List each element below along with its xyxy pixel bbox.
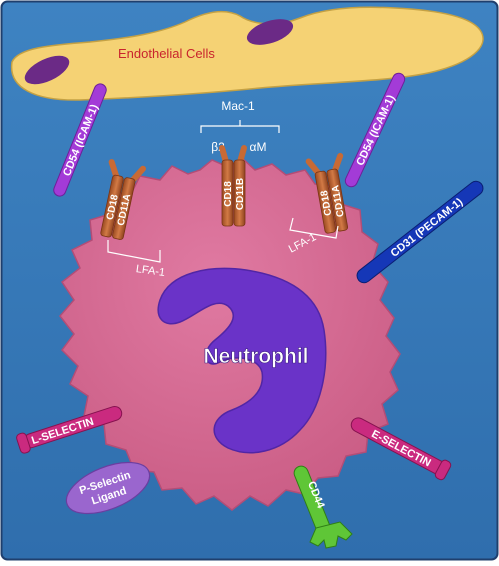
neutrophil-nucleus <box>157 267 327 454</box>
lfa1-left-label: LFA-1 <box>135 263 166 279</box>
neutrophil-label: Neutrophil <box>204 345 309 368</box>
mac1-receptor: CD18 CD11B <box>219 145 247 227</box>
cd11b-mid-label: CD11B <box>235 178 246 210</box>
mac1-bracket <box>200 120 280 133</box>
lfa1-left-bracket <box>107 240 161 263</box>
cd44-foot <box>309 521 353 549</box>
lfa1-left-receptor: CD18 CD11A <box>100 159 146 240</box>
lfa1-right-bracket <box>289 217 339 239</box>
cd18-mid-label: CD18 <box>223 181 234 207</box>
cd18-right-label: CD18 <box>319 189 334 217</box>
endothelial-nucleus-right <box>246 19 294 45</box>
cd18-left-label: CD18 <box>105 193 121 221</box>
mac1-group: Mac-1 β2 αM <box>200 99 280 154</box>
p-selectin-ligand: P-Selectin Ligand <box>65 461 151 515</box>
endothelial-label: Endothelial Cells <box>118 46 215 61</box>
endothelial-cell: Endothelial Cells <box>10 6 484 101</box>
endothelial-nucleus-left <box>24 55 70 85</box>
lfa1-right-receptor: CD18 CD11A <box>305 152 349 234</box>
mac1-label: Mac-1 <box>221 99 255 113</box>
alpham-label: αM <box>250 140 267 154</box>
